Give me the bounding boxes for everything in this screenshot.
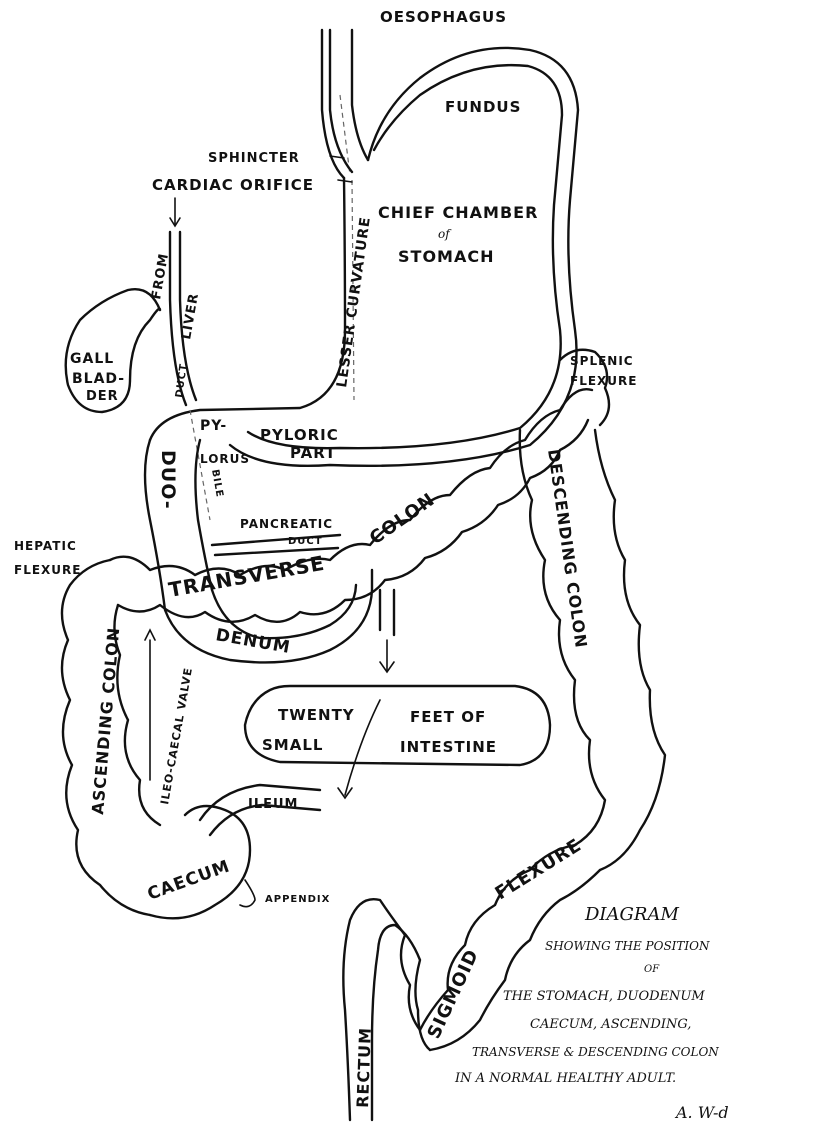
label-cardiac-orifice: CARDIAC ORIFICE [152, 176, 314, 194]
label-ileum: ILEUM [248, 797, 299, 812]
label-pancreatic: PANCREATIC [240, 517, 333, 531]
label-from: FROM [149, 252, 172, 301]
caption-line3: THE STOMACH, DUODENUM [503, 989, 705, 1004]
label-fundus: FUNDUS [445, 98, 521, 116]
label-lorus: LORUS [200, 452, 250, 466]
cardiac-pointer [338, 180, 352, 182]
label-ascending-colon: ASCENDING COLON [88, 626, 123, 815]
label-rectum: RECTUM [353, 1027, 375, 1108]
label-ileo-caecal-valve: ILEO-CAECAL VALVE [158, 666, 195, 805]
label-small: SMALL [262, 736, 323, 754]
label-gall: GALL [70, 351, 114, 367]
label-splenic: SPLENIC [570, 354, 634, 368]
caption-line1: SHOWING THE POSITION [545, 939, 710, 953]
label-twenty: TWENTY [278, 706, 355, 724]
descending-colon [520, 350, 665, 870]
label-splenic-flexure: FLEXURE [570, 374, 637, 388]
label-hepatic-flexure: FLEXURE [14, 563, 81, 577]
label-duo: DUO- [157, 450, 179, 510]
label-pyloric: PYLORIC [260, 426, 339, 444]
signature: A. W-d [674, 1103, 729, 1122]
label-appendix: APPENDIX [265, 894, 330, 905]
label-oesophagus: OESOPHAGUS [380, 8, 507, 26]
label-hepatic: HEPATIC [14, 539, 77, 553]
label-transverse: TRANSVERSE [167, 551, 327, 602]
label-caecum: CAECUM [145, 856, 233, 904]
label-bladder: BLAD- [72, 371, 125, 387]
label-denum: DENUM [214, 625, 292, 658]
label-stomach: STOMACH [398, 247, 494, 266]
caption-title: DIAGRAM [584, 904, 679, 925]
label-feet-of: FEET OF [410, 708, 486, 726]
label-liver: LIVER [179, 292, 202, 341]
label-chief-of: of [438, 227, 452, 241]
caption-line2: OF [644, 964, 660, 975]
label-chief-chamber: CHIEF CHAMBER [378, 203, 538, 222]
caption-line5: TRANSVERSE & DESCENDING COLON [472, 1045, 719, 1059]
caption-line4: CAECUM, ASCENDING, [530, 1017, 691, 1032]
caecum [150, 806, 255, 918]
label-descending-colon: DESCENDING COLON [544, 448, 591, 650]
caption-line6: IN A NORMAL HEALTHY ADULT. [454, 1071, 676, 1086]
label-intestine: INTESTINE [400, 738, 497, 756]
label-py: PY- [200, 418, 227, 434]
label-sphincter: SPHINCTER [208, 151, 300, 166]
label-bile: BILE [209, 469, 225, 499]
label-der: DER [86, 389, 119, 404]
label-transverse-colon: COLON [366, 489, 439, 549]
label-part: PART [290, 444, 336, 462]
label-pancreatic-duct: DUCT [288, 536, 323, 547]
